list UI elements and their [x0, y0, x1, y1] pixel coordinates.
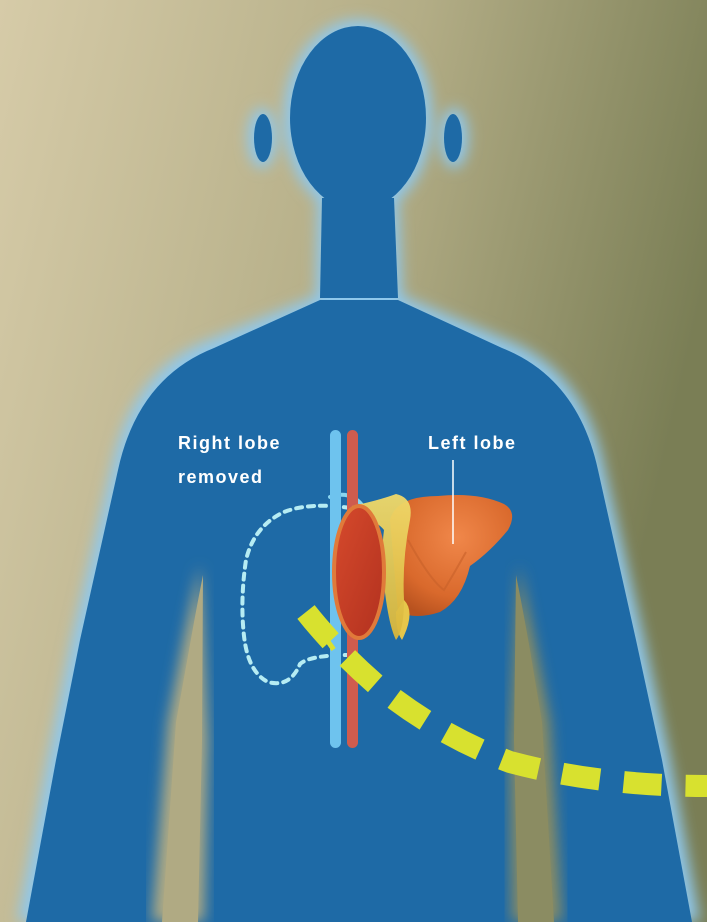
left-lobe-label: Left lobe: [428, 426, 517, 460]
right-lobe-label-line2: removed: [178, 460, 281, 494]
right-lobe-removed-label: Right lobe removed: [178, 426, 281, 494]
removed-right-lobe: [334, 506, 384, 638]
right-lobe-label-line1: Right lobe: [178, 426, 281, 460]
